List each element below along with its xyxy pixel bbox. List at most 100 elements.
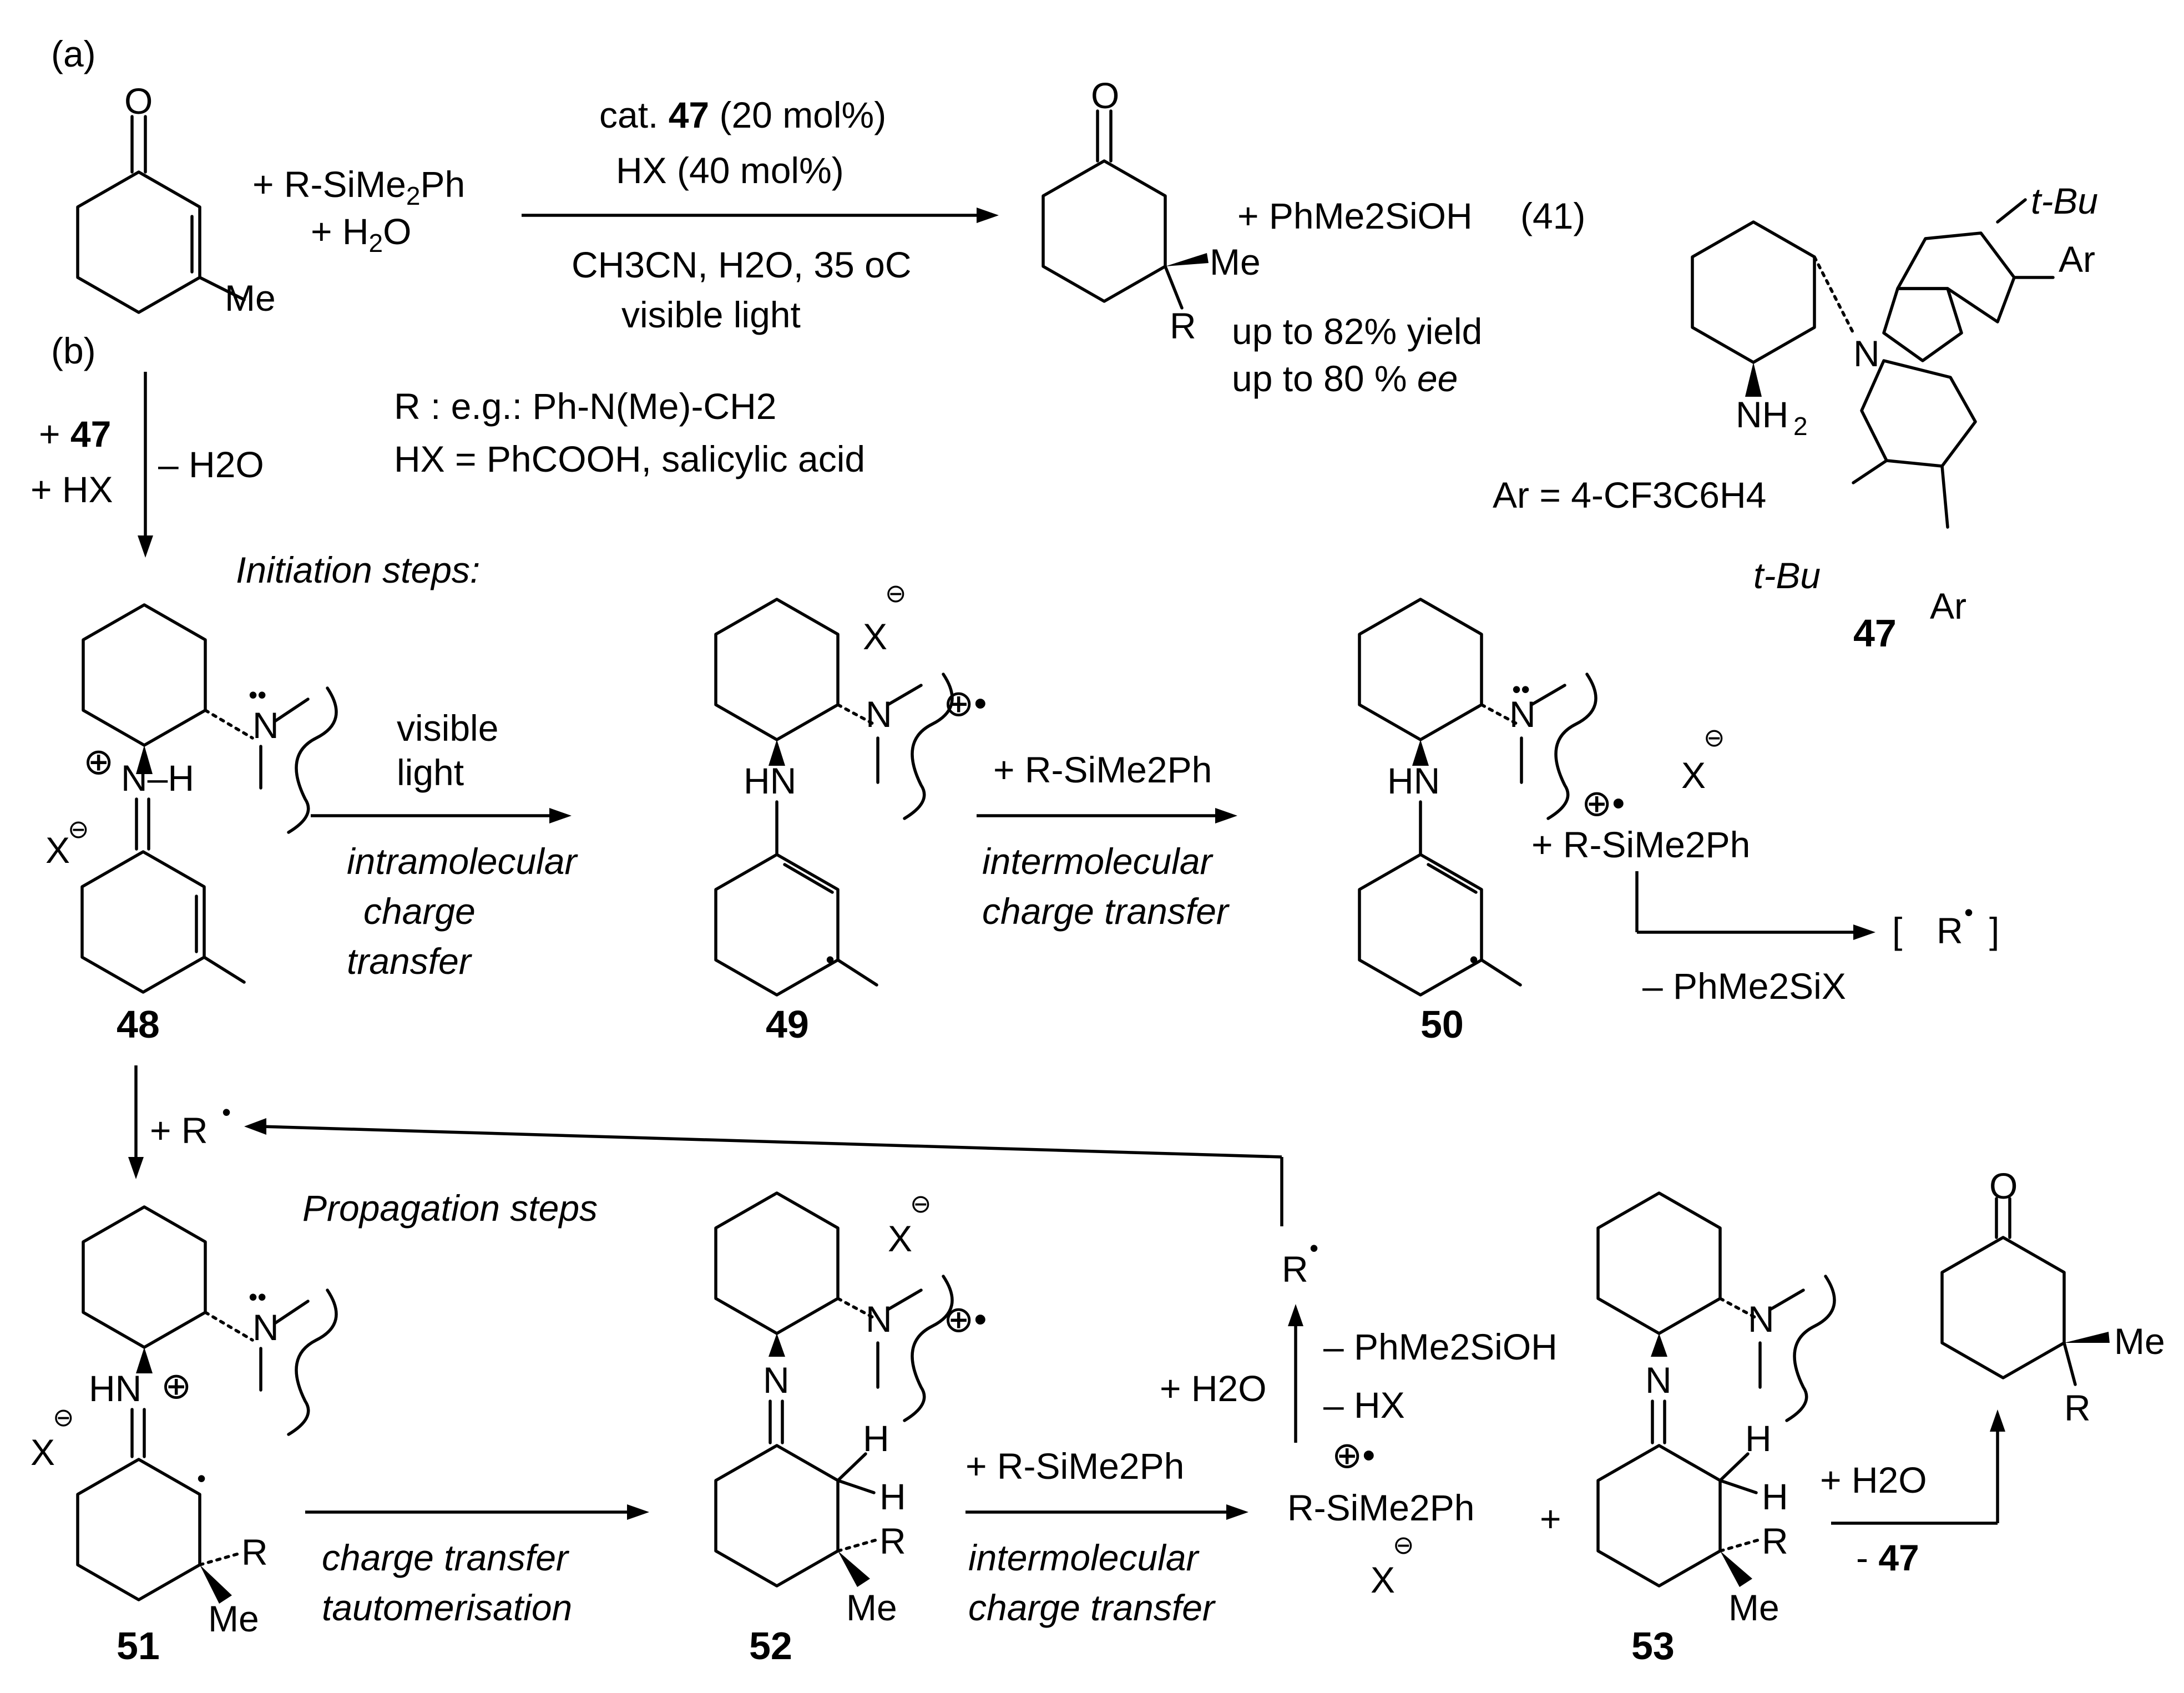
conditions-catalyst: cat. 47 (20 mol%) (599, 94, 886, 135)
r-definition: R : e.g.: Ph-N(Me)-CH2 (394, 386, 776, 427)
panel-b-label: (b) (51, 330, 96, 371)
svg-text:H: H (1762, 1476, 1788, 1517)
ee-text: up to 80 % ee (1232, 358, 1458, 399)
svg-text:N: N (252, 1307, 279, 1348)
arrow-hydrolysis (1831, 1409, 2005, 1525)
svg-text:Me: Me (2114, 1321, 2165, 1362)
silane-counterion-charge: ⊖ (1393, 1530, 1414, 1559)
silanol-byproduct: + PhMe2SiOH (1237, 195, 1473, 236)
svg-text:N: N (1509, 694, 1536, 735)
product-ketone-structure: O Me R (1042, 75, 1261, 346)
compound-50-structure: •• N HN • (1358, 598, 1597, 997)
svg-text:R: R (1170, 305, 1196, 346)
silane-radical-cation: + R-SiMe2Ph (1531, 824, 1750, 865)
step-tautomerisation: tautomerisation (322, 1587, 572, 1628)
compound-49-structure: X ⊖ N ⊕• HN • (714, 579, 987, 997)
svg-text:N: N (1853, 333, 1880, 374)
r-radical-bracket-open: [ (1892, 910, 1902, 951)
step-silane-52: + R-SiMe2Ph (965, 1446, 1184, 1487)
arrow-48-to-51 (128, 1065, 144, 1179)
arrow-49-to-50 (977, 808, 1237, 823)
svg-text:•: • (826, 945, 835, 974)
silane-cation: R-SiMe2Ph (1287, 1487, 1474, 1528)
equation-number: (41) (1520, 195, 1585, 236)
loss-silanol: – PhMe2SiOH (1323, 1326, 1558, 1367)
svg-text:X: X (31, 1432, 55, 1473)
svg-text:O: O (1989, 1165, 2018, 1206)
step-intramolecular: intramolecular (347, 841, 579, 882)
compound-50-label: 50 (1420, 1003, 1464, 1046)
arrow-52-to-53 (965, 1504, 1248, 1520)
step-visible-1: visible (397, 707, 498, 749)
svg-text:N: N (763, 1360, 790, 1401)
compound-53-label: 53 (1631, 1624, 1675, 1667)
svg-text:Me: Me (1210, 241, 1261, 282)
step-charge: charge (363, 891, 476, 932)
svg-text:N: N (866, 1298, 892, 1340)
step-charge-transfer-52: charge transfer (968, 1587, 1216, 1628)
compound-53-structure: N N H H R Me (1596, 1191, 1836, 1628)
svg-text:⊖: ⊖ (53, 1403, 74, 1432)
silane-counterion: X (1371, 1559, 1395, 1600)
plus-r-radical: + R (150, 1110, 208, 1151)
svg-text:HN: HN (1387, 760, 1440, 801)
plus-47: + 47 (39, 413, 111, 454)
svg-text:••: •• (249, 680, 266, 709)
ar-definition: Ar = 4-CF3C6H4 (1493, 474, 1766, 516)
svg-text:N: N (1748, 1298, 1775, 1340)
svg-text:O: O (124, 80, 153, 122)
arrow-51-to-52 (305, 1504, 649, 1520)
svg-text:HN: HN (744, 760, 796, 801)
svg-text:⊕: ⊕ (83, 741, 114, 782)
compound-51-structure: •• N HN ⊕ X ⊖ • R Me (31, 1205, 338, 1639)
hydrolysis-loss-47: - 47 (1856, 1537, 1919, 1578)
svg-text:NH: NH (1736, 394, 1788, 435)
svg-text:N–H: N–H (121, 757, 194, 799)
initiation-heading: Initiation steps: (236, 549, 480, 590)
svg-text:•: • (197, 1464, 206, 1493)
svg-text:R: R (1762, 1520, 1788, 1561)
arrow-to-r-radical (1635, 871, 1875, 940)
silane-radical-cation-sign: ⊕• (1581, 782, 1625, 823)
conditions-light: visible light (621, 294, 801, 335)
conditions-acid: HX (40 mol%) (616, 150, 844, 191)
svg-text:t-Bu: t-Bu (2031, 180, 2098, 221)
compound-52-structure: X ⊖ N ⊕• N H H R Me (714, 1189, 987, 1628)
loss-hx: – HX (1323, 1384, 1405, 1426)
catalyst-47-structure: NH 2 N t-Bu Ar t-Bu Ar (1691, 180, 2098, 626)
step-transfer: transfer (347, 941, 473, 982)
compound-48-structure: •• N ⊕ N–H X ⊖ (46, 603, 338, 994)
compound-48-label: 48 (117, 1003, 160, 1046)
svg-text:HN: HN (89, 1368, 141, 1409)
minus-water: – H2O (158, 444, 264, 485)
step-visible-2: light (397, 752, 464, 793)
svg-text:H: H (863, 1418, 889, 1459)
svg-text:R: R (241, 1532, 268, 1573)
svg-text:O: O (1091, 75, 1119, 116)
svg-text:Ar: Ar (2059, 239, 2095, 280)
hx-definition: HX = PhCOOH, salicylic acid (394, 438, 865, 479)
counterion-x-charge: ⊖ (1703, 723, 1725, 752)
svg-text:R: R (879, 1520, 906, 1561)
reagent-water: + H2O (311, 211, 411, 257)
arrow-up-to-r (1288, 1304, 1303, 1443)
enone-structure: O Me (76, 80, 276, 319)
radical-recycle-arrow (244, 1118, 1283, 1226)
reagent-silane: + R-SiMe2Ph (252, 164, 465, 210)
svg-text:Me: Me (225, 277, 276, 319)
panel-a-label: (a) (51, 33, 96, 74)
arrow-to-48 (138, 372, 153, 558)
step-intermolecular-52: intermolecular (968, 1537, 1200, 1578)
svg-text:Me: Me (1728, 1587, 1779, 1628)
r-radical-propagation: R (1282, 1249, 1308, 1290)
water-addition: + H2O (1160, 1368, 1267, 1409)
svg-text:••: •• (1512, 675, 1530, 704)
compound-49-label: 49 (766, 1003, 809, 1046)
compound-52-label: 52 (749, 1624, 792, 1667)
loss-silyl-x: – PhMe2SiX (1642, 966, 1846, 1007)
hydrolysis-water: + H2O (1820, 1459, 1927, 1500)
svg-text:X: X (46, 830, 70, 871)
silane-cation-sign: ⊕• (1332, 1434, 1375, 1475)
svg-text:Me: Me (208, 1598, 259, 1639)
